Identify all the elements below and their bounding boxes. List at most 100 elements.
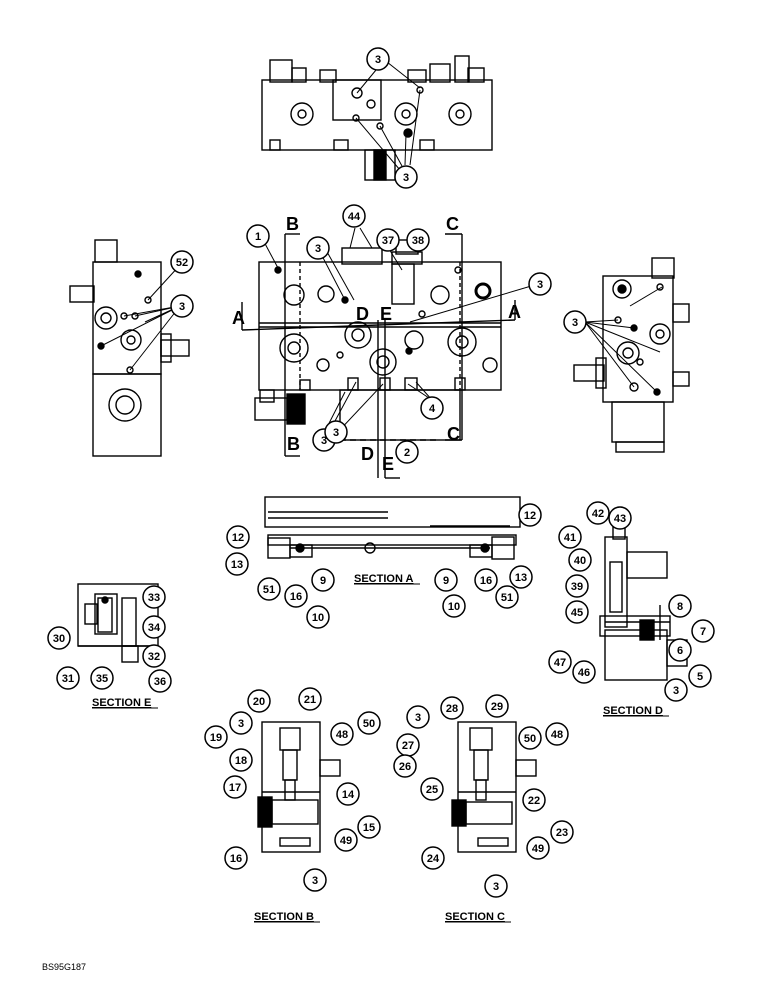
callout-circle	[142, 644, 166, 668]
section-c-drawing	[451, 721, 537, 853]
callout-section-b: 17	[223, 775, 247, 799]
callout-front: 3	[324, 420, 348, 444]
section-letter: E	[382, 454, 394, 474]
callout-section-e: 32	[142, 644, 166, 668]
callout-circle	[330, 722, 354, 746]
callout-circle	[608, 506, 632, 530]
callout-number: 35	[96, 673, 108, 685]
callout-section-c: 3	[484, 874, 508, 898]
callout-circle	[526, 836, 550, 860]
callout-circle	[509, 565, 533, 589]
callout-number: 17	[229, 782, 241, 794]
callout-number: 26	[399, 761, 411, 773]
section-letter: A	[232, 308, 245, 328]
callout-circle	[306, 236, 330, 260]
callout-section-c: 26	[393, 754, 417, 778]
callout-number: 16	[230, 853, 242, 865]
callout-circle	[324, 420, 348, 444]
callout-number: 39	[571, 581, 583, 593]
callout-number: 3	[415, 712, 421, 724]
callout-number: 45	[571, 607, 583, 619]
callout-section-d: 42	[586, 501, 610, 525]
callout-number: 44	[348, 211, 361, 223]
callout-circle	[170, 294, 194, 318]
callout-circle	[406, 228, 430, 252]
callout-circle	[246, 224, 270, 248]
callout-section-b: 50	[357, 711, 381, 735]
callout-section-d: 3	[664, 678, 688, 702]
callout-number: 16	[480, 575, 492, 587]
callout-front: 44	[342, 204, 366, 228]
callout-circle	[394, 165, 418, 189]
callout-section-b: 16	[224, 846, 248, 870]
callout-circle	[284, 584, 308, 608]
callout-number: 3	[537, 279, 543, 291]
callout-circle	[204, 725, 228, 749]
callout-number: 1	[255, 231, 261, 243]
section-a-title: SECTION A	[354, 573, 414, 585]
callout-number: 19	[210, 732, 222, 744]
callout-circle	[90, 666, 114, 690]
callout-front: 38	[406, 228, 430, 252]
callout-circle	[550, 820, 574, 844]
callout-number: 12	[524, 510, 536, 522]
callout-circle	[376, 228, 400, 252]
callout-section-c: 27	[396, 733, 420, 757]
callout-circle	[421, 846, 445, 870]
callout-number: 47	[554, 657, 566, 669]
callout-number: 3	[179, 301, 185, 313]
section-d-drawing	[599, 526, 688, 681]
callout-section-d: 45	[565, 600, 589, 624]
callout-top: 3	[394, 165, 418, 189]
callout-section-d: 40	[568, 548, 592, 572]
callout-section-a: 12	[518, 503, 542, 527]
callout-circle	[688, 664, 712, 688]
callout-front: 3	[528, 272, 552, 296]
callout-circle	[170, 250, 194, 274]
callout-right-side: 3	[563, 310, 587, 334]
callout-section-e: 36	[148, 669, 172, 693]
callout-number: 51	[263, 584, 275, 596]
callout-number: 51	[501, 592, 513, 604]
callout-number: 46	[578, 667, 590, 679]
callout-number: 43	[614, 513, 626, 525]
callout-front: 2	[395, 440, 419, 464]
callout-front: 3	[306, 236, 330, 260]
callout-number: 42	[592, 508, 604, 520]
callout-circle	[224, 846, 248, 870]
callout-section-d: 46	[572, 660, 596, 684]
callout-number: 33	[148, 592, 160, 604]
callout-circle	[442, 594, 466, 618]
callout-section-b: 19	[204, 725, 228, 749]
callout-number: 16	[290, 591, 302, 603]
figure-code: BS95G187	[42, 962, 86, 972]
callout-section-c: 22	[522, 788, 546, 812]
callout-circle	[148, 669, 172, 693]
callout-circle	[495, 585, 519, 609]
callout-circle	[225, 552, 249, 576]
callout-section-c: 50	[518, 726, 542, 750]
callout-number: 7	[700, 626, 706, 638]
section-letter: B	[286, 214, 299, 234]
callout-section-e: 33	[142, 585, 166, 609]
callout-number: 13	[515, 572, 527, 584]
callout-number: 50	[524, 733, 536, 745]
callout-circle	[393, 754, 417, 778]
callout-section-b: 49	[334, 828, 358, 852]
callout-number: 3	[493, 881, 499, 893]
callout-section-a: 9	[434, 568, 458, 592]
callout-section-a: 16	[474, 568, 498, 592]
callout-number: 3	[333, 427, 339, 439]
callout-circle	[474, 568, 498, 592]
callout-number: 3	[403, 172, 409, 184]
callout-circle	[334, 828, 358, 852]
section-b-title: SECTION B	[254, 911, 314, 923]
callout-section-a: 10	[306, 605, 330, 629]
callout-number: 18	[235, 755, 247, 767]
callout-section-a: 16	[284, 584, 308, 608]
callout-section-d: 6	[668, 638, 692, 662]
callout-section-c: 28	[440, 696, 464, 720]
section-e-title: SECTION E	[92, 697, 151, 709]
callout-section-b: 14	[336, 782, 360, 806]
